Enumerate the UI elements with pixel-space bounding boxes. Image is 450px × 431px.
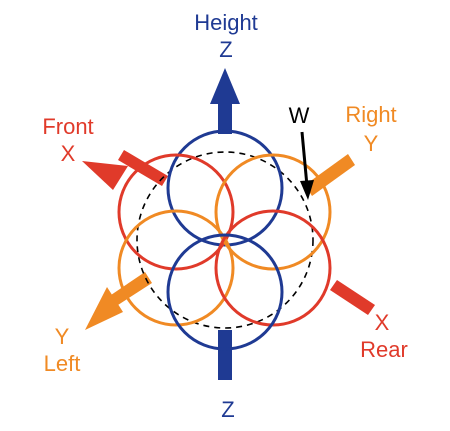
dashed-reference-circle xyxy=(136,151,314,329)
z-axis xyxy=(210,68,240,380)
label-front: Front xyxy=(42,114,93,139)
label-y-right: Y xyxy=(364,131,379,156)
label-x-front: X xyxy=(61,141,76,166)
y-ring-left xyxy=(117,209,235,327)
z-ring-bottom xyxy=(166,233,284,351)
x-ring-front xyxy=(117,153,235,271)
x-axis-rear-shaft xyxy=(330,280,375,315)
y-axis-left-arrowhead xyxy=(85,287,123,330)
x-axis xyxy=(82,150,375,315)
y-axis xyxy=(85,154,355,330)
w-arrow-shaft xyxy=(300,131,309,187)
x-axis-front-shaft xyxy=(118,150,168,186)
y-axis-left-shaft xyxy=(111,272,152,305)
w-arrow xyxy=(300,131,314,200)
label-rear: Rear xyxy=(360,337,408,362)
y-axis-right-shaft xyxy=(305,154,355,196)
x-axis-front-arrowhead xyxy=(82,161,128,190)
z-axis-bottom-shaft xyxy=(218,330,232,380)
label-height: Height xyxy=(194,10,258,35)
label-w: W xyxy=(289,103,310,128)
label-left: Left xyxy=(44,351,81,376)
z-ring-top xyxy=(166,129,284,247)
label-z-top: Z xyxy=(219,37,232,62)
label-y-left: Y xyxy=(55,324,70,349)
w-arrow-arrowhead xyxy=(300,180,314,200)
label-right: Right xyxy=(345,102,396,127)
label-z-bottom: Z xyxy=(221,397,234,422)
label-x-rear: X xyxy=(375,310,390,335)
y-ring-right xyxy=(214,153,332,271)
z-axis-top-shaft xyxy=(218,100,232,134)
z-axis-up-arrowhead xyxy=(210,68,240,104)
